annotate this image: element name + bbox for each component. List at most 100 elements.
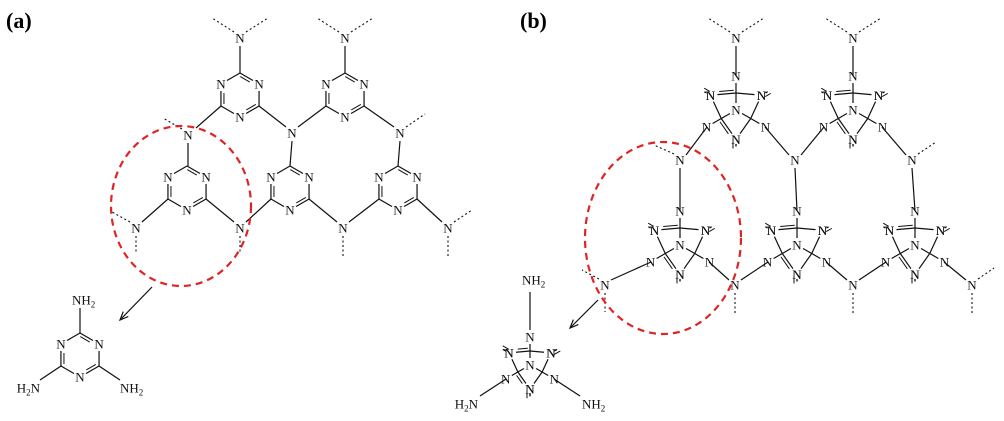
- arrow-head: [118, 311, 129, 322]
- bridge-bond: [943, 261, 967, 281]
- bridge-bond: [800, 126, 825, 156]
- nitrogen-atom: N: [761, 120, 771, 135]
- reaction-arrow: [569, 299, 599, 329]
- bond-line: [914, 227, 934, 231]
- nitrogen-atom: N: [848, 132, 858, 147]
- nitrogen-atom: N: [235, 110, 245, 125]
- nitrogen-atom: N: [819, 120, 829, 135]
- bond-line: [245, 105, 260, 115]
- bond-line: [661, 227, 681, 231]
- dangling-bond: [858, 17, 882, 33]
- double-bond-line: [553, 350, 561, 356]
- bond-line: [553, 348, 558, 352]
- bond-line: [648, 226, 651, 229]
- bond-line: [517, 371, 527, 384]
- bond-line: [325, 105, 340, 115]
- double-bond-line: [882, 222, 890, 227]
- nitrogen-atom: N: [393, 203, 403, 218]
- bond-line: [535, 367, 543, 373]
- dangling-bond: [211, 17, 235, 33]
- nitrogen-atom: N: [731, 103, 741, 118]
- bond-line: [896, 227, 916, 231]
- nitrogen-atom: N: [285, 203, 295, 218]
- nitrogen-atom: N: [163, 170, 173, 185]
- bond-line: [664, 247, 675, 255]
- nitrogen-atom: N: [546, 345, 556, 360]
- nitrogen-atom: N: [767, 223, 777, 238]
- nitrogen-atom: N: [848, 31, 858, 46]
- dangling-bond: [316, 17, 340, 33]
- bond-line: [515, 350, 531, 353]
- amine-bond: [553, 378, 581, 397]
- amine-bond: [479, 378, 507, 397]
- bond-line: [882, 91, 885, 94]
- bond-line: [66, 332, 81, 342]
- bond-line: [60, 365, 75, 375]
- double-bond-line: [296, 196, 307, 204]
- nitrogen-atom: N: [792, 267, 802, 282]
- nitrogen-atom: N: [910, 267, 920, 282]
- bond-line: [350, 105, 365, 115]
- bond-line: [837, 118, 850, 135]
- bond-line: [656, 236, 666, 254]
- bond-line: [929, 236, 939, 254]
- bridge-bond: [258, 105, 287, 128]
- nitrogen-atom: N: [525, 358, 535, 373]
- bond-line: [167, 198, 182, 208]
- nitrogen-atom: N: [878, 120, 888, 135]
- dangling-bond: [977, 267, 995, 280]
- double-bond-line: [836, 121, 846, 135]
- bond-line: [239, 72, 254, 82]
- nitrogen-atom: N: [183, 128, 193, 143]
- double-bond-line: [86, 363, 97, 371]
- nitrogen-atom: N: [757, 88, 767, 103]
- nitrogen-atom: N: [881, 255, 891, 270]
- bond-line: [704, 91, 707, 94]
- nitrogen-atom: N: [56, 337, 66, 352]
- bond-line: [883, 226, 886, 229]
- bond-line: [384, 165, 399, 175]
- double-bond-line: [193, 196, 204, 204]
- nitrogen-atom: N: [731, 132, 741, 147]
- reaction-arrow: [119, 286, 153, 321]
- bond-line: [511, 371, 519, 377]
- bond-line: [712, 101, 722, 119]
- nitrogen-atom: N: [731, 132, 741, 147]
- amine-group: NH2: [72, 293, 95, 310]
- bond-line: [397, 165, 412, 175]
- amine-bond: [39, 365, 62, 381]
- double-bond-line: [764, 92, 772, 98]
- dangling-bond: [707, 17, 731, 33]
- bond-line: [891, 252, 901, 260]
- dangling-bond: [824, 17, 848, 33]
- bond-line: [918, 253, 931, 270]
- bond-line: [735, 92, 755, 96]
- bridge-bond: [708, 261, 730, 281]
- bridge-bond: [348, 198, 380, 223]
- double-bond-line: [898, 256, 908, 270]
- nitrogen-atom: N: [848, 132, 858, 147]
- nitrogen-atom: N: [443, 221, 453, 236]
- bond-line: [220, 105, 235, 115]
- nitrogen-atom: N: [525, 382, 535, 397]
- bond-line: [802, 247, 813, 255]
- nitrogen-atom: N: [848, 278, 858, 293]
- bond-line: [541, 371, 549, 377]
- dangling-bond: [917, 141, 937, 155]
- bond-line: [829, 101, 839, 119]
- nitrogen-atom: N: [910, 267, 920, 282]
- nitrogen-atom: N: [701, 223, 711, 238]
- bond-line: [517, 367, 525, 373]
- bond-line: [867, 101, 877, 119]
- bond-line: [811, 236, 821, 254]
- bond-line: [765, 226, 768, 229]
- nitrogen-atom: N: [650, 223, 660, 238]
- nitrogen-atom: N: [792, 267, 802, 282]
- double-bond-line: [943, 227, 951, 233]
- bonds-layer: [39, 46, 967, 399]
- double-bond-line: [516, 375, 523, 384]
- nitrogen-atom: N: [216, 77, 226, 92]
- bridge-bond: [205, 198, 235, 223]
- bond-line: [899, 247, 910, 255]
